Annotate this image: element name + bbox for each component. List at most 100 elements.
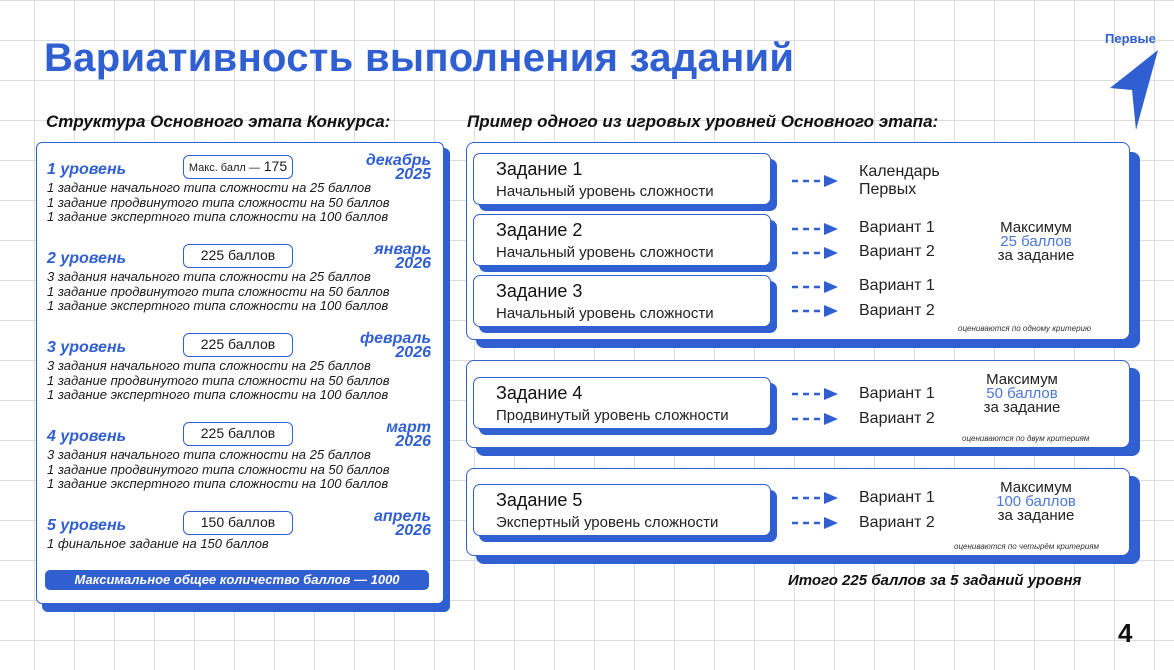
level-month: февраль	[359, 330, 431, 347]
level-month: декабрь	[365, 152, 431, 169]
variant-label: Вариант 2	[859, 514, 935, 531]
task-subtitle: Начальный уровень сложности	[496, 305, 714, 322]
level-line: 1 задание экспертного типа сложности на …	[47, 209, 389, 224]
page-title: Вариативность выполнения заданий	[44, 36, 795, 80]
max-top: Максимум	[1000, 479, 1072, 496]
task-card-3: Задание 3 Начальный уровень сложности	[473, 275, 771, 327]
variant-label: Вариант 1	[859, 385, 935, 402]
max-value: 100 баллов	[996, 493, 1076, 510]
level-name: 2 уровень	[47, 250, 127, 267]
task-title: Задание 1	[496, 159, 583, 179]
task-title: Задание 4	[496, 383, 583, 403]
max-value: 25 баллов	[1000, 233, 1072, 250]
max-points-block: Максимум 50 баллов за задание	[957, 371, 1087, 416]
level-month: март	[386, 419, 431, 436]
criteria-note: оцениваются по четырём критериям	[954, 542, 1100, 551]
dashed-arrow-icon	[792, 413, 838, 425]
max-points-block: Максимум 25 баллов за задание	[971, 219, 1101, 264]
level-line: 3 задания начального типа сложности на 2…	[47, 269, 371, 284]
dashed-arrow-icon	[792, 223, 838, 235]
level-name: 1 уровень	[47, 161, 127, 178]
arrow-logo-icon	[1110, 50, 1158, 130]
level-line: 3 задания начального типа сложности на 2…	[47, 447, 371, 462]
max-points-block: Максимум 100 баллов за задание	[971, 479, 1101, 524]
task-subtitle: Экспертный уровень сложности	[496, 514, 719, 531]
target-line: Календарь	[859, 163, 940, 180]
variant-label: Вариант 2	[859, 410, 935, 427]
left-heading: Структура Основного этапа Конкурса:	[46, 112, 391, 131]
level-line: 1 задание продвинутого типа сложности на…	[47, 461, 390, 477]
level-year: 2025	[395, 166, 431, 183]
dashed-arrow-icon	[792, 247, 838, 259]
task-card-1: Задание 1 Начальный уровень сложности	[473, 153, 771, 205]
level-name: 5 уровень	[47, 517, 127, 534]
dashed-arrow-icon	[792, 305, 838, 317]
variant-label: Вариант 1	[859, 219, 935, 236]
level-year: 2026	[395, 522, 431, 539]
level-lines: 3 задания начального типа сложности на 2…	[47, 358, 390, 403]
level-line: 1 задание экспертного типа сложности на …	[47, 387, 389, 402]
badge-small-label: Макс. балл —	[188, 162, 260, 174]
task-title: Задание 3	[496, 281, 583, 301]
badge-value: 175	[263, 158, 288, 174]
level-badge: 225 баллов	[183, 244, 293, 268]
variant-label: Вариант 1	[859, 489, 935, 506]
task-title: Задание 2	[496, 220, 583, 240]
level-name: 4 уровень	[47, 428, 127, 445]
logo-text: Первые	[1105, 31, 1156, 46]
max-bottom: за задание	[997, 507, 1075, 524]
task-title: Задание 5	[496, 490, 583, 510]
dashed-arrow-icon	[792, 175, 838, 187]
level-year: 2026	[395, 433, 431, 450]
level-line: 1 задание продвинутого типа сложности на…	[47, 194, 390, 210]
level-year: 2026	[395, 344, 431, 361]
criteria-note: оцениваются по двум критериям	[962, 434, 1090, 443]
dashed-arrow-icon	[792, 492, 838, 504]
dashed-arrow-icon	[792, 281, 838, 293]
criteria-note: оцениваются по одному критерию	[958, 324, 1091, 333]
right-heading: Пример одного из игровых уровней Основно…	[467, 112, 939, 131]
variant-label: Вариант 1	[859, 277, 935, 294]
level-lines: 3 задания начального типа сложности на 2…	[47, 269, 390, 314]
level-line: 1 задание продвинутого типа сложности на…	[47, 283, 390, 299]
task-subtitle: Начальный уровень сложности	[496, 244, 714, 261]
max-bottom: за задание	[983, 399, 1061, 416]
max-top: Максимум	[1000, 219, 1072, 236]
level-lines: 1 финальное задание на 150 баллов	[47, 536, 269, 552]
level-line: 1 финальное задание на 150 баллов	[47, 536, 269, 551]
page-number: 4	[1118, 618, 1133, 648]
max-bottom: за задание	[997, 247, 1075, 264]
level-badge: Макс. балл — 175	[183, 155, 293, 179]
variant-label: Вариант 2	[859, 243, 935, 260]
level-line: 1 задание начального типа сложности на 2…	[47, 180, 372, 195]
task-card-4: Задание 4 Продвинутый уровень сложности	[473, 377, 771, 429]
level-line: 1 задание продвинутого типа сложности на…	[47, 372, 390, 388]
level-year: 2026	[395, 255, 431, 272]
dashed-arrow-icon	[792, 517, 838, 529]
max-value: 50 баллов	[986, 385, 1058, 402]
level-badge: 150 баллов	[183, 511, 293, 535]
level-badge: 225 баллов	[183, 333, 293, 357]
level-line: 1 задание экспертного типа сложности на …	[47, 298, 389, 313]
level-month: январь	[374, 241, 431, 258]
task-subtitle: Продвинутый уровень сложности	[496, 407, 729, 424]
summary-line: Итого 225 баллов за 5 заданий уровня	[788, 572, 1082, 589]
level-line: 3 задания начального типа сложности на 2…	[47, 358, 371, 373]
target-line: Первых	[859, 181, 917, 198]
max-top: Максимум	[986, 371, 1058, 388]
dashed-arrow-icon	[792, 388, 838, 400]
total-points-bar: Максимальное общее количество баллов — 1…	[45, 570, 429, 590]
level-name: 3 уровень	[47, 339, 127, 356]
level-lines: 1 задание начального типа сложности на 2…	[47, 180, 390, 225]
task-subtitle: Начальный уровень сложности	[496, 183, 714, 200]
level-lines: 3 задания начального типа сложности на 2…	[47, 447, 390, 492]
task-card-2: Задание 2 Начальный уровень сложности	[473, 214, 771, 266]
level-badge: 225 баллов	[183, 422, 293, 446]
